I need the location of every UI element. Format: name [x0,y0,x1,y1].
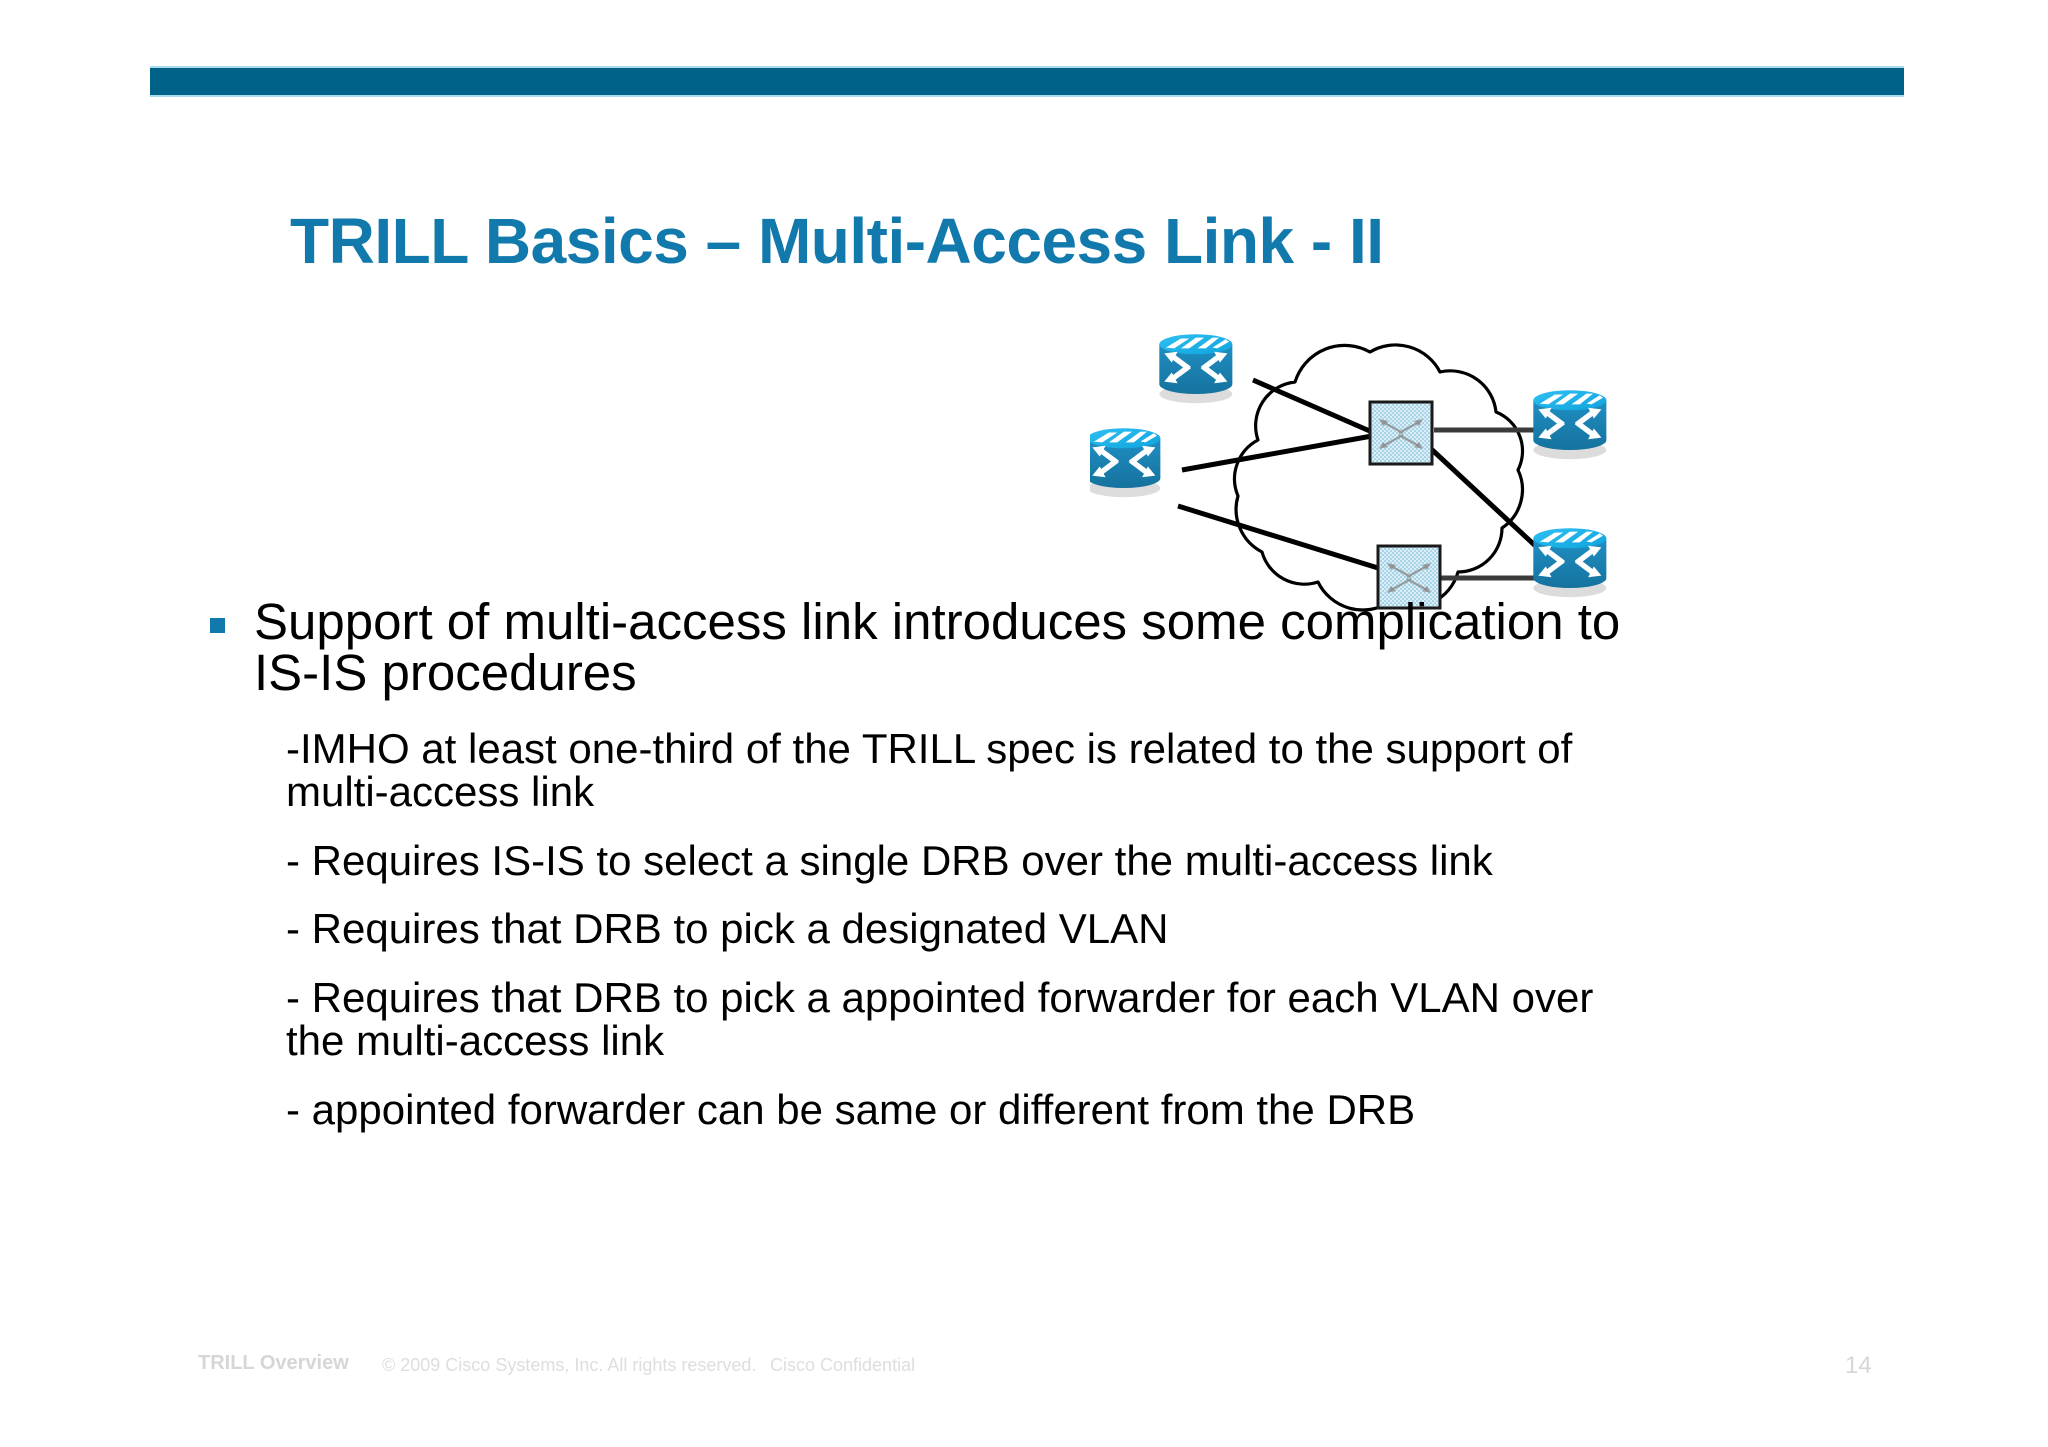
bullet-level2-1: -IMHO at least one-third of the TRILL sp… [286,725,1573,815]
bullet-level1-0: Support of multi-access link introduces … [196,596,1646,698]
bullet-level2-4: - Requires that DRB to pick a appointed … [286,974,1594,1065]
switch-top-left [1159,334,1233,404]
slide-title: TRILL Basics – Multi-Access Link - II [290,205,1384,277]
network-topology-diagram [1090,320,1810,660]
slide-body: Support of multi-access link introduces … [196,596,1646,1132]
link-coreupper-botright [1426,444,1544,554]
switch-middle-left [1090,428,1161,498]
switch-top-right [1533,390,1607,460]
footer-deck-title: TRILL Overview [198,1352,349,1374]
bullet-level2-2: - Requires IS-IS to select a single DRB … [286,836,1493,884]
header-accent-bar [150,66,1904,97]
slide-page-number: 14 [1845,1352,1872,1379]
bullet-level1-0-text: Support of multi-access link introduces … [254,593,1621,701]
switch-bottom-right [1533,528,1607,598]
link-topleft-coreupper [1251,377,1374,435]
topology-links [1177,377,1544,581]
footer-confidentiality: Cisco Confidential [770,1355,916,1375]
link-midleft-corelower [1177,503,1379,571]
bullet-level2-5: - appointed forwarder can be same or dif… [286,1085,1416,1133]
footer-copyright: © 2009 Cisco Systems, Inc. All rights re… [382,1355,757,1375]
core-switch-upper [1368,400,1434,466]
bullet-level2-3: - Requires that DRB to pick a designated… [286,905,1169,953]
slide-footer: TRILL Overview © 2009 Cisco Systems, Inc… [0,1352,2048,1392]
square-bullet-icon [210,618,225,633]
link-midleft-coreupper [1181,433,1373,473]
